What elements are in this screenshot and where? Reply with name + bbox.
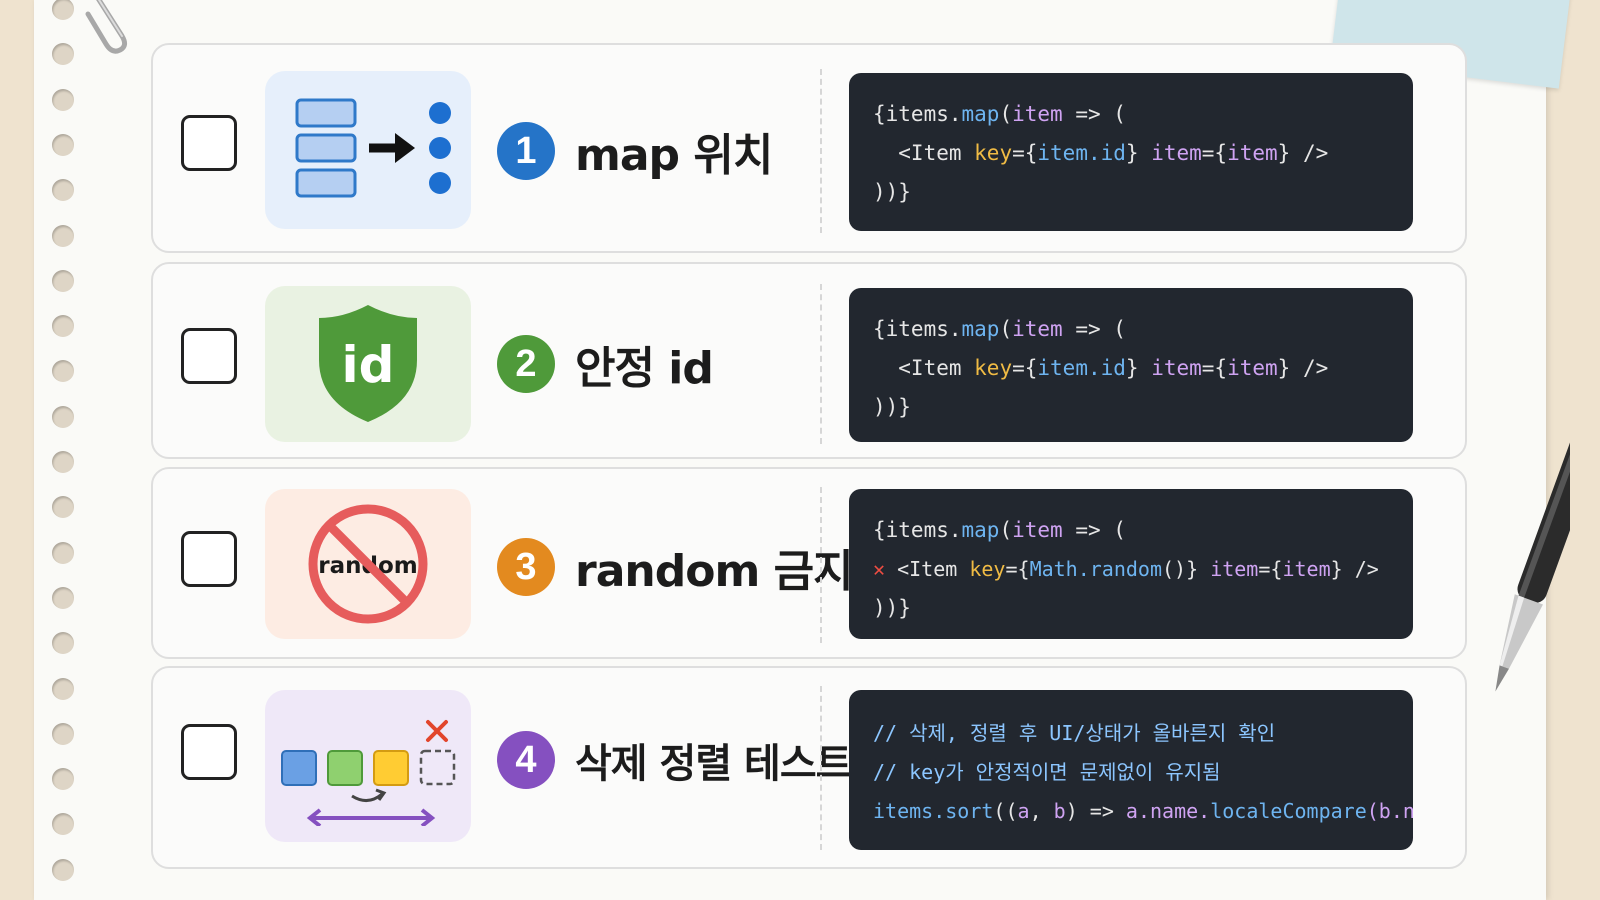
reorder-delete-icon: [281, 720, 456, 826]
code-block: // 삭제, 정렬 후 UI/상태가 올바른지 확인 // key가 안정적이면…: [849, 690, 1413, 850]
icon-tile: random: [265, 489, 471, 639]
divider: [820, 487, 822, 643]
code-block: {items.map(item => ( <Item key={item.id}…: [849, 73, 1413, 231]
item-title: random 금지: [575, 546, 854, 597]
binder-hole: [52, 360, 74, 383]
step-number-badge: 2: [497, 335, 555, 393]
binder-hole: [52, 315, 74, 338]
item-label: 2 안정 id: [497, 332, 714, 396]
divider: [820, 69, 822, 233]
checkbox[interactable]: [181, 724, 237, 780]
binder-holes: [52, 0, 78, 900]
binder-hole: [52, 768, 74, 791]
binder-hole: [52, 858, 74, 881]
step-number-badge: 3: [497, 538, 555, 596]
error-x-icon: ✕: [873, 557, 886, 581]
checklist-card-4: 4 삭제 정렬 테스트 // 삭제, 정렬 후 UI/상태가 올바른지 확인 /…: [151, 666, 1467, 869]
divider: [820, 686, 822, 850]
svg-text:id: id: [342, 336, 395, 394]
binder-hole: [52, 541, 74, 564]
binder-hole: [52, 43, 74, 66]
binder-hole: [52, 133, 74, 156]
item-label: 3 random 금지: [497, 535, 854, 599]
binder-hole: [52, 269, 74, 292]
binder-hole: [52, 632, 74, 655]
checkbox[interactable]: [181, 531, 237, 587]
binder-hole: [52, 88, 74, 111]
divider: [820, 284, 822, 444]
shield-id-icon: id: [319, 305, 417, 422]
checkbox[interactable]: [181, 115, 237, 171]
step-number-badge: 4: [497, 731, 555, 789]
item-label: 1 map 위치: [497, 119, 773, 183]
binder-hole: [52, 496, 74, 519]
item-title: 삭제 정렬 테스트: [575, 741, 852, 787]
binder-hole: [52, 813, 74, 836]
binder-hole: [52, 224, 74, 247]
item-title: 안정 id: [575, 343, 714, 394]
paperclip-icon: [85, 0, 128, 54]
binder-hole: [52, 0, 74, 20]
binder-hole: [52, 586, 74, 609]
binder-hole: [52, 677, 74, 700]
checklist-card-3: random 3 random 금지 {items.map(item => ( …: [151, 467, 1467, 659]
icon-tile: [265, 71, 471, 229]
binder-hole: [52, 179, 74, 202]
icon-tile: [265, 690, 471, 842]
item-title: map 위치: [575, 130, 773, 181]
checklist-card-2: id 2 안정 id {items.map(item => ( <Item ke…: [151, 262, 1467, 459]
item-label: 4 삭제 정렬 테스트: [497, 731, 852, 789]
binder-hole: [52, 451, 74, 473]
code-block: {items.map(item => ( <Item key={item.id}…: [849, 288, 1413, 442]
no-random-icon: random: [308, 504, 428, 624]
pen-icon: [1495, 420, 1570, 692]
list-map-icon: [295, 98, 451, 198]
code-block: {items.map(item => ( ✕ <Item key={Math.r…: [849, 489, 1413, 639]
step-number-badge: 1: [497, 122, 555, 180]
binder-hole: [52, 405, 74, 428]
checkbox[interactable]: [181, 328, 237, 384]
icon-tile: id: [265, 286, 471, 442]
checklist-card-1: 1 map 위치 {items.map(item => ( <Item key=…: [151, 43, 1467, 253]
binder-hole: [52, 722, 74, 745]
